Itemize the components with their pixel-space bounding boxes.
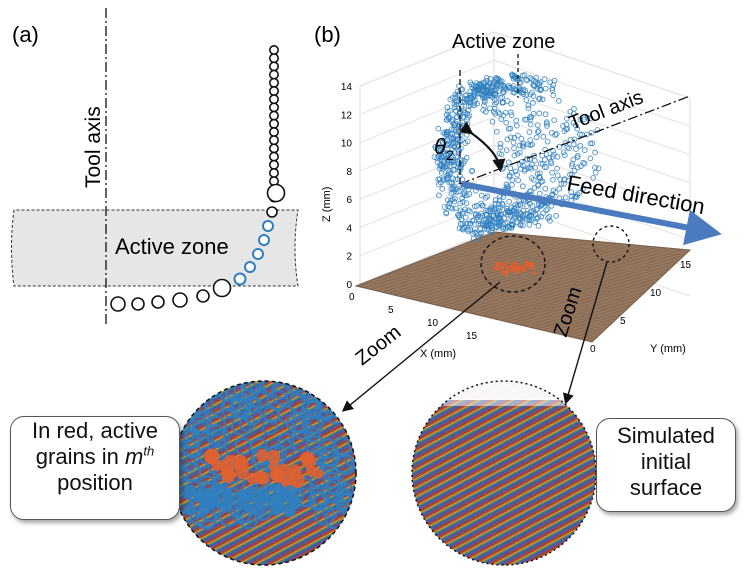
panel-a: (a) Tool axis Active zone	[11, 8, 299, 326]
grain	[110, 296, 126, 312]
grain	[268, 53, 279, 64]
grain	[266, 183, 286, 203]
z-tick-label: 10	[341, 139, 353, 150]
zoom-line-left	[341, 281, 501, 412]
callout-simulated-surface: Simulated initial surface	[596, 418, 736, 512]
simulated-surface-plane	[354, 231, 692, 343]
zoom-region-surface	[592, 225, 630, 263]
active-zone-label-b: Active zone	[452, 31, 555, 53]
grain	[268, 143, 279, 154]
grain	[268, 86, 279, 97]
grain	[151, 295, 165, 309]
grain	[268, 102, 279, 113]
grain	[268, 159, 279, 170]
y-tick-label: 5	[620, 316, 626, 327]
callout-right-line3: surface	[629, 475, 703, 500]
grain	[252, 248, 264, 260]
z-axis-ticks: 0 2 4 6 8 10 12 14	[341, 82, 353, 291]
zoom-view-active-grains	[171, 380, 357, 566]
active-zone-label-a: Active zone	[115, 234, 229, 259]
feed-direction-label: Feed direction	[565, 170, 707, 219]
grain	[244, 261, 256, 273]
x-tick-label: 15	[466, 331, 478, 342]
grain	[268, 151, 279, 162]
callout-right-line2: initial	[640, 449, 692, 474]
theta-arc	[459, 121, 506, 173]
grain	[266, 206, 278, 218]
z-tick-label: 14	[341, 82, 353, 93]
zoom-line-right	[562, 261, 608, 405]
y-axis-label: Y (mm)	[650, 343, 686, 355]
zoom-region-active	[480, 235, 546, 293]
panel-b-label: (b)	[314, 22, 341, 47]
callout-left-line1: In red, active	[32, 418, 158, 443]
grain	[268, 118, 279, 129]
callout-left-line3: position	[57, 470, 133, 495]
z-tick-label: 12	[341, 110, 353, 121]
y-tick-label: 10	[650, 288, 662, 299]
grain	[262, 220, 274, 232]
z-tick-label: 8	[346, 167, 352, 178]
z-tick-label: 6	[346, 195, 352, 206]
zoom-label-left: Zoom	[352, 321, 406, 370]
grain	[268, 135, 279, 146]
y-tick-label: 0	[590, 344, 596, 355]
x-axis-ticks: 0 5 10 15	[349, 292, 478, 342]
x-tick-label: 10	[427, 318, 439, 329]
z-axis-label: Z (mm)	[321, 187, 333, 222]
grain	[233, 272, 247, 286]
grain	[172, 292, 188, 308]
grain	[268, 168, 279, 179]
callout-left-line2: grains in mth	[35, 443, 155, 469]
callout-active-grains: In red, active grains in mth position	[10, 416, 180, 520]
grain-chain	[110, 44, 286, 312]
grain	[268, 110, 279, 121]
grain	[268, 77, 279, 88]
grain	[212, 278, 232, 298]
tool-axis-label-a: Tool axis	[82, 106, 105, 188]
grain	[268, 61, 279, 72]
grain	[131, 297, 145, 311]
grain	[258, 234, 270, 246]
tool-axis-label-b: Tool axis	[566, 86, 647, 134]
theta-symbol: θ2	[434, 134, 454, 163]
grain	[268, 44, 279, 55]
z-tick-label: 2	[346, 252, 352, 263]
panel-a-label: (a)	[12, 22, 39, 47]
grain	[268, 69, 279, 80]
grain	[196, 289, 210, 303]
grain	[268, 127, 279, 138]
workpiece-band	[11, 209, 299, 287]
z-tick-label: 4	[346, 223, 352, 234]
y-tick-label: 15	[680, 260, 692, 271]
zoom-view-initial-surface	[411, 380, 597, 566]
x-tick-label: 5	[388, 305, 394, 316]
x-tick-label: 0	[349, 292, 355, 303]
callout-right-line1: Simulated	[617, 423, 715, 448]
y-axis-ticks: 0 5 10 15	[590, 260, 692, 355]
x-axis-label: X (mm)	[420, 348, 456, 360]
z-tick-label: 0	[346, 280, 352, 291]
panel-b: (b) 0 2 4 6 8 10 12 14 0 5 10 15 0 5 10 15 Z (mm) X (…	[314, 22, 722, 412]
grain	[268, 94, 279, 105]
feed-direction-arrow	[461, 181, 722, 246]
grain-wheel	[431, 71, 602, 276]
